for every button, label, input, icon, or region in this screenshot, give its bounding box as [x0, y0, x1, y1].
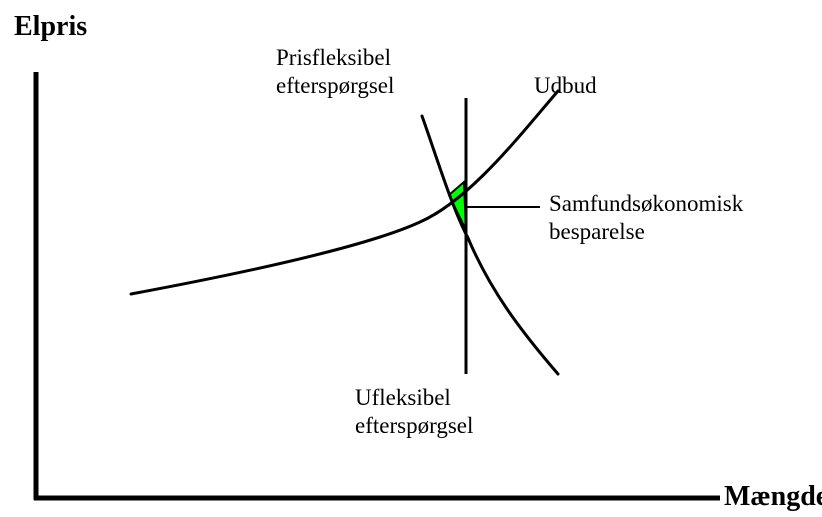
- savings-label-line2: besparelse: [549, 219, 645, 244]
- savings-area: [447, 179, 467, 231]
- supply-curve: [129, 89, 560, 296]
- inflexible-demand-label: Ufleksibel efterspørgsel: [355, 384, 473, 440]
- savings-label-line1: Samfundsøkonomisk: [549, 191, 744, 216]
- x-axis-label: Mængde: [724, 481, 822, 512]
- inflexible-demand-label-line2: efterspørgsel: [355, 413, 474, 438]
- savings-label: Samfundsøkonomisk besparelse: [549, 190, 743, 246]
- supply-label: Udbud: [534, 73, 597, 98]
- flexible-demand-label-line1: Prisfleksibel: [276, 45, 391, 70]
- y-axis-label: Elpris: [14, 11, 88, 42]
- flexible-demand-label-line2: efterspørgsel: [276, 73, 395, 98]
- inflexible-demand-label-line1: Ufleksibel: [355, 385, 451, 410]
- flexible-demand-curve: [420, 114, 560, 376]
- flexible-demand-label: Prisfleksibel efterspørgsel: [276, 44, 394, 100]
